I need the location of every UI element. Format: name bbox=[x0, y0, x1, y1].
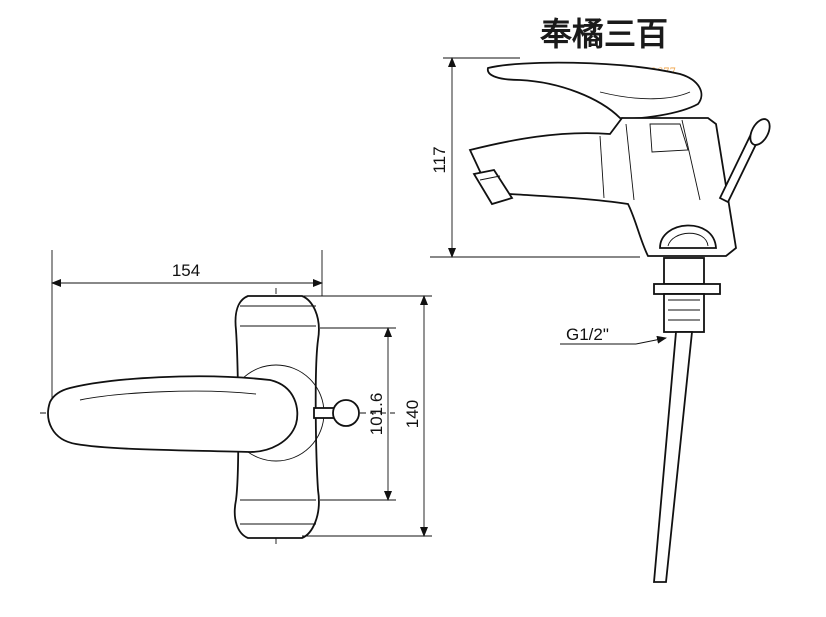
body-window bbox=[649, 123, 689, 153]
body-contour-1 bbox=[599, 135, 605, 199]
dim-label-140: 140 bbox=[403, 400, 422, 428]
thread-label: G1/2" bbox=[566, 325, 609, 344]
shank-upper bbox=[663, 257, 705, 285]
top-view: 154 101.6 140 bbox=[40, 250, 432, 548]
supply-hose bbox=[653, 331, 693, 583]
lever-top bbox=[47, 375, 299, 453]
dim-label-117: 117 bbox=[430, 146, 449, 173]
lever-top-contour bbox=[79, 390, 257, 401]
popup-knob bbox=[749, 118, 771, 146]
body-contour-2 bbox=[625, 123, 635, 201]
brand-text: 奉橘三百 bbox=[540, 15, 668, 53]
body-contour-3 bbox=[681, 119, 701, 201]
dim-label-154: 154 bbox=[172, 261, 200, 280]
base-arch bbox=[659, 224, 717, 249]
side-view: 117 G1/2" bbox=[430, 57, 771, 583]
lever-handle bbox=[487, 61, 703, 120]
shank-nut bbox=[653, 283, 721, 295]
base-arch-inner bbox=[667, 232, 709, 247]
thread-leader bbox=[635, 335, 667, 345]
aerator-line bbox=[479, 175, 501, 181]
dim-label-101: 101.6 bbox=[367, 393, 386, 436]
aerator bbox=[472, 168, 514, 206]
lever-contour bbox=[599, 91, 691, 100]
rod-knob bbox=[332, 399, 360, 427]
